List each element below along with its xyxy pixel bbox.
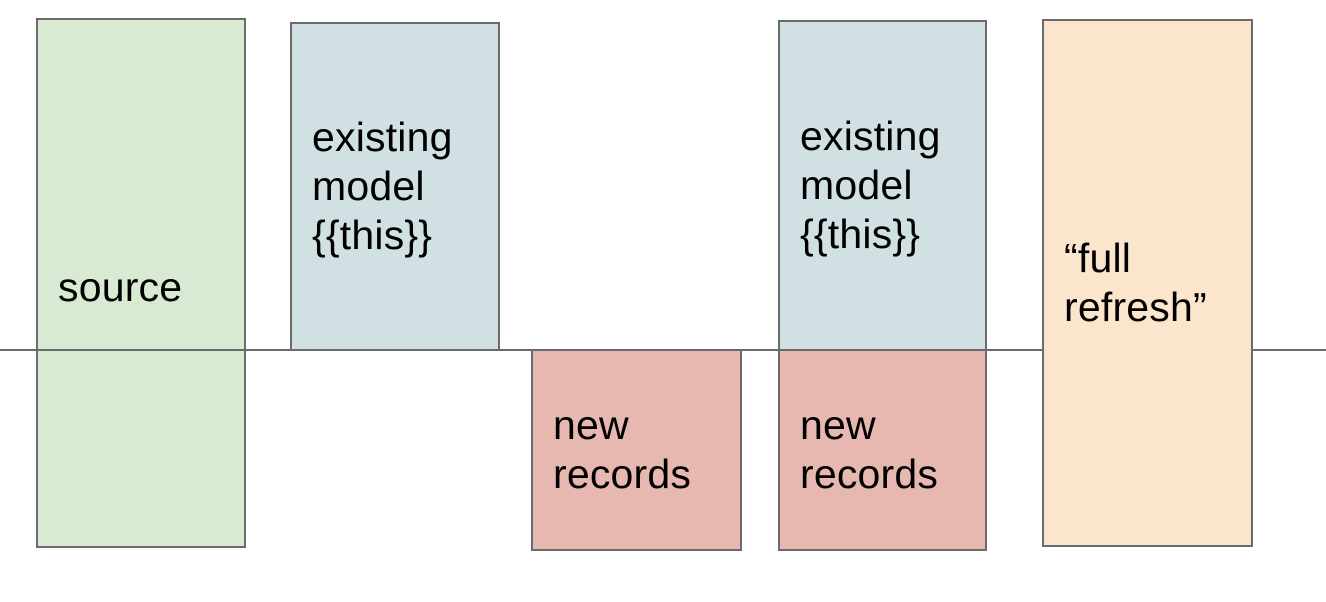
new-records-box-1: new records bbox=[531, 349, 742, 551]
existing-model-box-1: existing model {{this}} bbox=[290, 22, 500, 351]
full-refresh-box-label: “full refresh” bbox=[1064, 235, 1207, 330]
source-box-label: source bbox=[58, 263, 183, 310]
existing-model-box-1-label: existing model {{this}} bbox=[312, 114, 453, 258]
existing-model-box-2-label: existing model {{this}} bbox=[800, 113, 941, 257]
new-records-box-2: new records bbox=[778, 349, 987, 551]
existing-model-box-2: existing model {{this}} bbox=[778, 20, 987, 351]
source-box: source bbox=[36, 18, 246, 548]
new-records-box-2-label: new records bbox=[800, 402, 939, 497]
full-refresh-box: “full refresh” bbox=[1042, 19, 1253, 547]
new-records-box-1-label: new records bbox=[553, 402, 692, 497]
